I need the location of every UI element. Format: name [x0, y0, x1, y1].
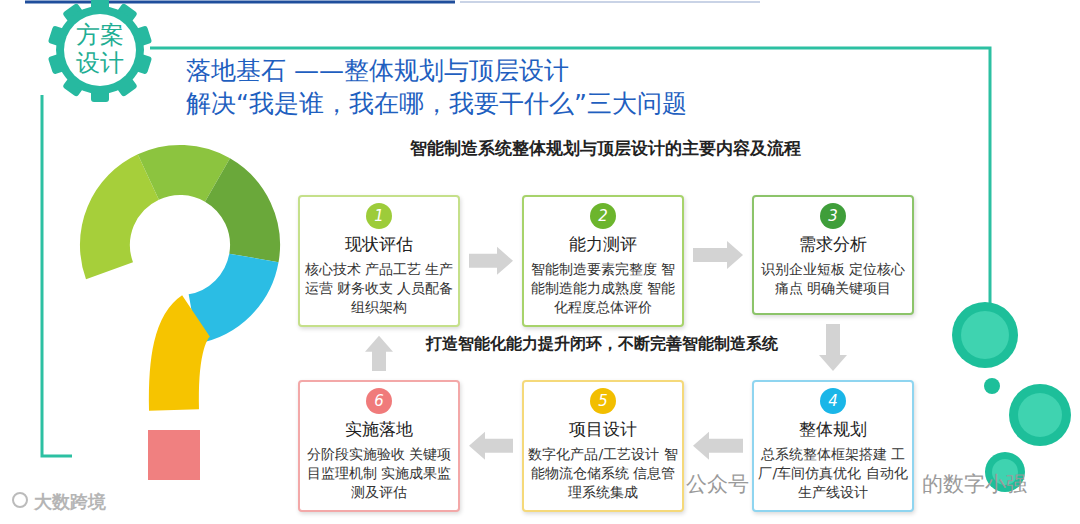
watermark: 公众号	[686, 470, 749, 498]
process-box: 6 实施落地分阶段实施验收 关键项目监理机制 实施成果监测及评估	[298, 380, 460, 512]
process-box: 4 整体规划总系统整体框架搭建 工厂/车间仿真优化 自动化生产线设计	[752, 380, 914, 512]
flow-arrow	[469, 432, 513, 460]
box-body: 识别企业短板 定位核心痛点 明确关键项目	[758, 260, 908, 298]
flow-arrow	[693, 241, 743, 269]
box-heading: 整体规划	[799, 418, 867, 441]
step-number: 5	[590, 388, 616, 414]
box-body: 数字化产品/工艺设计 智能物流仓储系统 信息管理系统集成	[528, 445, 678, 502]
callout-number: 6	[374, 392, 384, 410]
box-heading: 实施落地	[345, 418, 413, 441]
heading-text: 打造智能化能力提升闭环，不断完善智能制造系统	[372, 334, 832, 355]
question-mark	[105, 170, 255, 410]
step-number: 3	[820, 203, 846, 229]
box-heading: 项目设计	[569, 418, 637, 441]
box-heading: 能力测评	[569, 233, 637, 256]
process-box: 2 能力测评智能制造要素完整度 智能制造能力成熟度 智能化程度总体评价	[522, 195, 684, 327]
callout-number: 3	[828, 207, 838, 225]
heading-text: 解决“我是谁，我在哪，我要干什么”三大问题	[186, 87, 687, 120]
flow-arrow	[819, 324, 847, 371]
question-dot	[148, 430, 200, 480]
flow-arrow	[693, 432, 743, 460]
frame-line	[42, 95, 72, 456]
box-body: 分阶段实施验收 关键项目监理机制 实施成果监测及评估	[304, 445, 454, 502]
badge-text: 方案 设计	[74, 22, 126, 77]
step-number: 2	[590, 203, 616, 229]
deco-circles	[952, 302, 1071, 492]
box-heading: 现状评估	[345, 233, 413, 256]
callout-number: 5	[598, 392, 608, 410]
flow-arrow	[469, 247, 513, 275]
step-number: 6	[366, 388, 392, 414]
callout-number: 1	[374, 207, 384, 225]
box-body: 核心技术 产品工艺 生产运营 财务收支 人员配备 组织架构	[304, 260, 454, 317]
callout-number: 2	[598, 207, 608, 225]
process-box: 5 项目设计数字化产品/工艺设计 智能物流仓储系统 信息管理系统集成	[522, 380, 684, 512]
watermark: 大数跨境	[34, 490, 106, 514]
gear-badge: 方案 设计	[46, 0, 154, 104]
process-box: 3 需求分析识别企业短板 定位核心痛点 明确关键项目	[752, 195, 914, 315]
box-body: 智能制造要素完整度 智能制造能力成熟度 智能化程度总体评价	[528, 260, 678, 317]
badge-label: 方案 设计	[46, 0, 154, 104]
step-number: 4	[820, 388, 846, 414]
top-rule	[25, 1, 455, 4]
step-number: 1	[366, 203, 392, 229]
flow-arrow	[365, 336, 393, 371]
process-box: 1 现状评估核心技术 产品工艺 生产运营 财务收支 人员配备 组织架构	[298, 195, 460, 327]
box-heading: 需求分析	[799, 233, 867, 256]
watermark: 的数字小强	[922, 470, 1027, 498]
callout-number: 4	[828, 392, 838, 410]
box-body: 总系统整体框架搭建 工厂/车间仿真优化 自动化生产线设计	[758, 445, 908, 502]
top-rule	[460, 1, 760, 3]
heading-text: 智能制造系统整体规划与顶层设计的主要内容及流程	[280, 137, 930, 160]
title: 落地基石 ——整体规划与顶层设计	[186, 54, 569, 87]
